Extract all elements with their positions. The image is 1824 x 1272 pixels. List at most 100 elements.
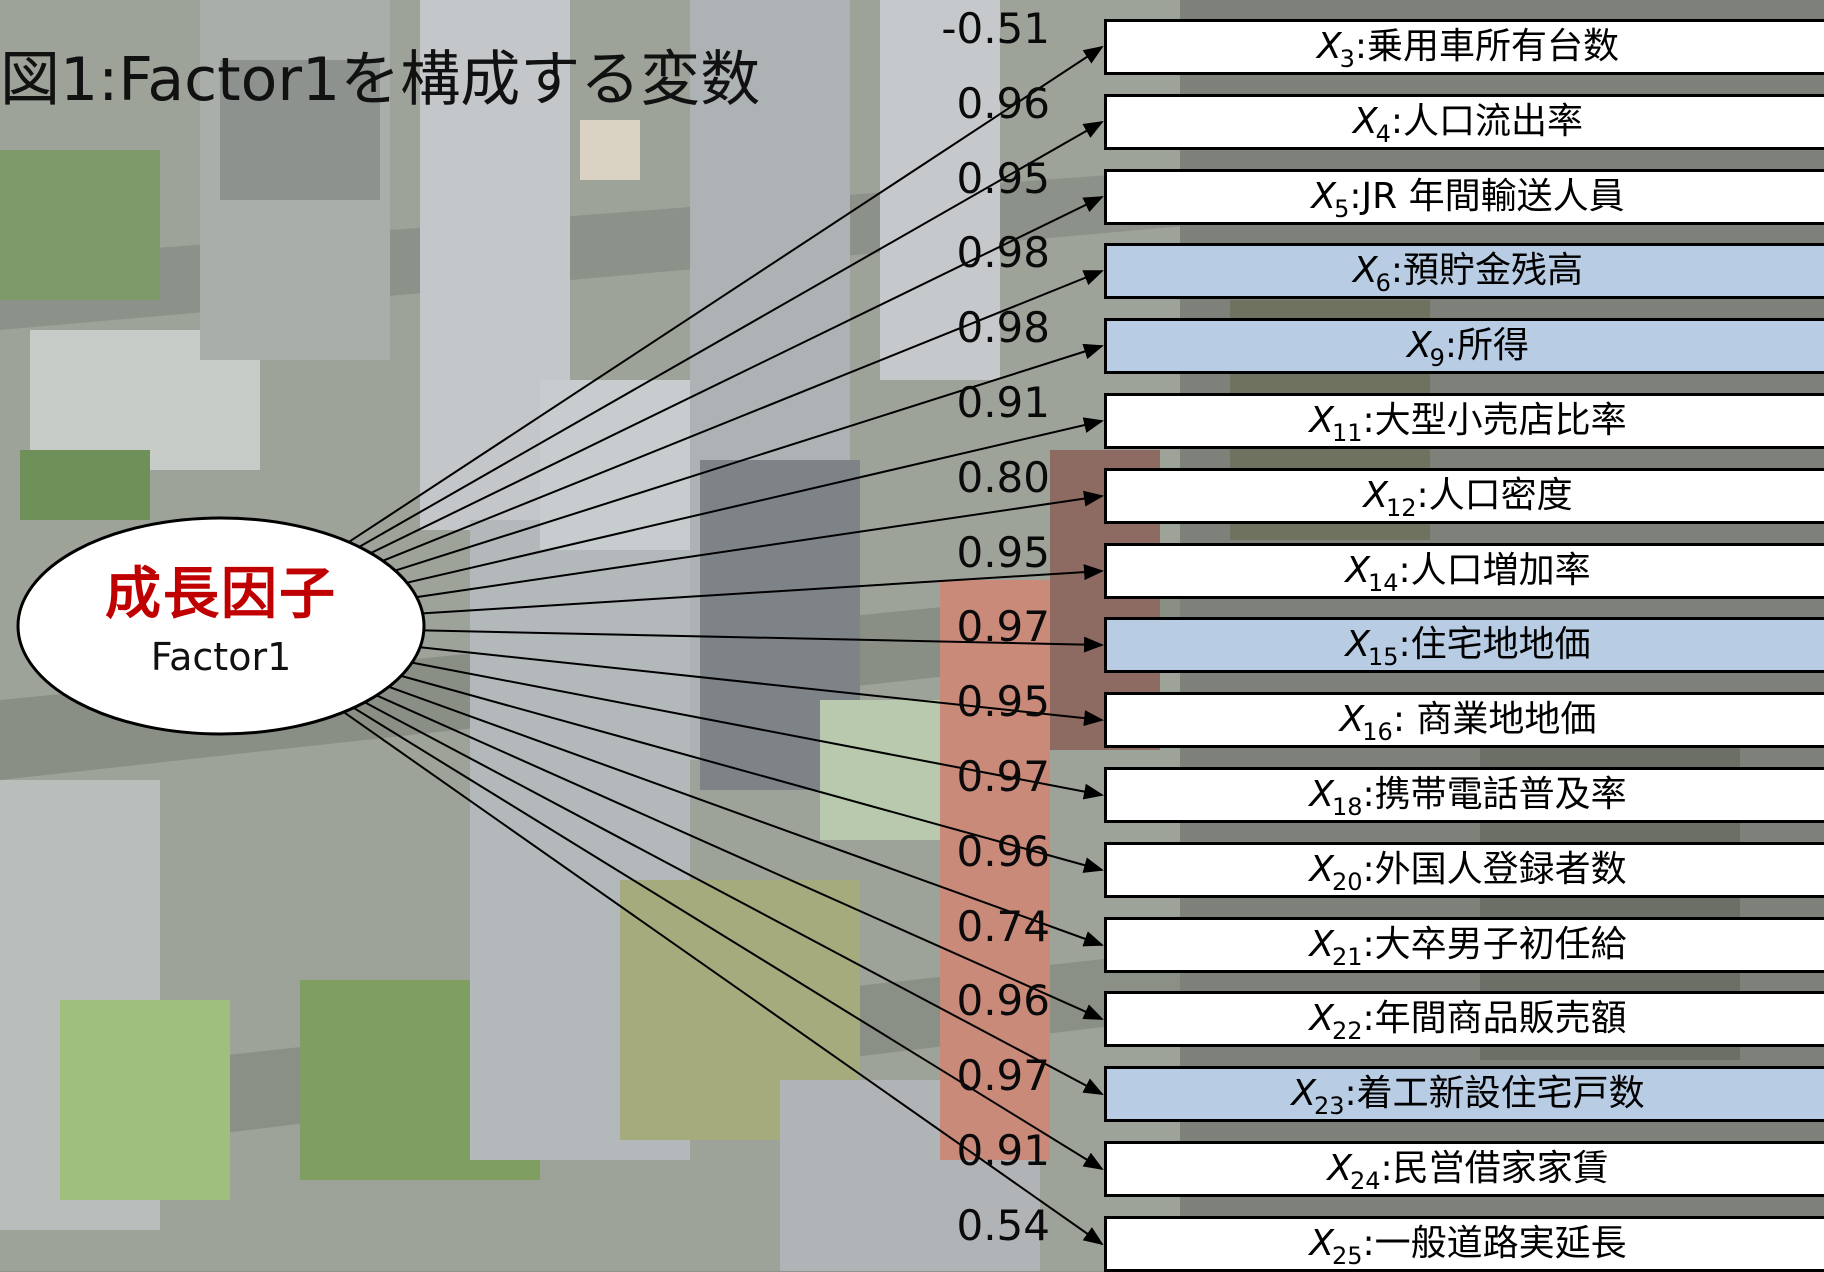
variable-label: X18:携帯電話普及率 bbox=[1309, 770, 1626, 821]
loading-value: 0.98 bbox=[956, 303, 1050, 352]
loading-arrow bbox=[388, 685, 1104, 947]
variable-subscript: 15 bbox=[1367, 643, 1399, 671]
loading-value: 0.96 bbox=[956, 79, 1050, 128]
variable-label: X16: 商業地地価 bbox=[1339, 695, 1597, 746]
variable-box: X11:大型小売店比率 bbox=[1104, 393, 1824, 449]
variable-subscript: 18 bbox=[1331, 793, 1363, 821]
variable-label: X20:外国人登録者数 bbox=[1309, 845, 1627, 896]
variable-subscript: 23 bbox=[1313, 1092, 1345, 1120]
variable-separator: : bbox=[1390, 250, 1404, 291]
variable-subscript: 5 bbox=[1334, 195, 1350, 223]
variable-label: X6:預貯金残高 bbox=[1352, 246, 1584, 296]
factor-name: 成長因子 bbox=[105, 562, 337, 627]
variable-separator: : bbox=[1380, 1148, 1393, 1189]
variable-name: 着工新設住宅戸数 bbox=[1356, 1073, 1645, 1114]
loading-arrow bbox=[423, 629, 1104, 653]
loading-value: 0.74 bbox=[956, 902, 1050, 951]
variable-symbol: X bbox=[1339, 699, 1365, 740]
variable-symbol: X bbox=[1316, 26, 1342, 67]
variable-name: 預貯金残高 bbox=[1403, 250, 1584, 291]
variable-label: X3:乗用車所有台数 bbox=[1316, 22, 1619, 73]
variable-label: X25:一般道路実延長 bbox=[1309, 1219, 1627, 1269]
variable-symbol: X bbox=[1345, 550, 1370, 591]
factor-node: 成長因子 Factor1 bbox=[18, 518, 424, 734]
loading-value: 0.95 bbox=[956, 154, 1050, 203]
variable-name: 人口増加率 bbox=[1410, 550, 1591, 591]
variable-box: X6:預貯金残高 bbox=[1104, 243, 1824, 299]
loading-arrow bbox=[411, 661, 1104, 800]
variable-name: 人口密度 bbox=[1428, 475, 1573, 516]
variable-box: X16: 商業地地価 bbox=[1104, 692, 1824, 748]
factor-ellipse bbox=[16, 516, 426, 736]
variable-label: X12:人口密度 bbox=[1363, 471, 1573, 522]
variable-label: X15:住宅地地価 bbox=[1345, 620, 1591, 671]
variable-box: X14:人口増加率 bbox=[1104, 543, 1824, 599]
variable-separator: : bbox=[1349, 176, 1362, 217]
variable-separator: : bbox=[1362, 998, 1375, 1039]
variable-symbol: X bbox=[1406, 325, 1432, 366]
variable-label: X11:大型小売店比率 bbox=[1309, 396, 1626, 447]
variable-name: 年間商品販売額 bbox=[1374, 998, 1627, 1039]
variable-subscript: 3 bbox=[1339, 45, 1355, 73]
variable-separator: : bbox=[1362, 774, 1375, 815]
variable-symbol: X bbox=[1363, 475, 1388, 516]
factor-sublabel: Factor1 bbox=[150, 635, 292, 679]
loading-arrow bbox=[370, 196, 1104, 554]
variable-box: X25:一般道路実延長 bbox=[1104, 1216, 1824, 1272]
variable-name: 所得 bbox=[1457, 325, 1530, 366]
variable-subscript: 11 bbox=[1331, 419, 1363, 447]
variable-symbol: X bbox=[1309, 998, 1334, 1039]
variable-name: 民営借家家賃 bbox=[1392, 1148, 1609, 1189]
loading-arrow bbox=[394, 343, 1104, 572]
variable-label: X21:大卒男子初任給 bbox=[1309, 920, 1627, 971]
loading-arrow bbox=[364, 701, 1104, 1095]
variable-label: X4:人口流出率 bbox=[1353, 97, 1584, 148]
variable-symbol: X bbox=[1327, 1148, 1352, 1189]
variable-label: X24:民営借家家賃 bbox=[1327, 1144, 1609, 1194]
variable-separator: : bbox=[1398, 624, 1411, 665]
variable-subscript: 16 bbox=[1362, 718, 1393, 746]
variable-subscript: 20 bbox=[1331, 868, 1363, 896]
variable-separator: : bbox=[1354, 26, 1368, 67]
variable-separator: : bbox=[1362, 400, 1375, 441]
variable-name: 外国人登録者数 bbox=[1374, 849, 1627, 890]
loading-value: 0.97 bbox=[956, 752, 1050, 801]
variable-symbol: X bbox=[1309, 400, 1334, 441]
variable-box: X23:着工新設住宅戸数 bbox=[1104, 1066, 1824, 1122]
loading-value: 0.97 bbox=[956, 602, 1050, 651]
variable-symbol: X bbox=[1345, 624, 1370, 665]
variable-box: X12:人口密度 bbox=[1104, 468, 1824, 524]
variable-separator: : bbox=[1416, 475, 1429, 516]
variable-subscript: 4 bbox=[1375, 120, 1391, 148]
variable-box: X5:JR 年間輸送人員 bbox=[1104, 169, 1824, 225]
variable-symbol: X bbox=[1311, 176, 1337, 217]
loading-value: 0.96 bbox=[956, 976, 1050, 1025]
variable-subscript: 9 bbox=[1429, 344, 1445, 372]
variable-subscript: 12 bbox=[1385, 494, 1417, 522]
variable-label: X9:所得 bbox=[1406, 321, 1530, 372]
loading-arrow bbox=[343, 711, 1104, 1246]
loading-value: 0.97 bbox=[956, 1051, 1050, 1100]
variable-box: X22:年間商品販売額 bbox=[1104, 991, 1824, 1047]
variable-separator: : bbox=[1344, 1073, 1357, 1114]
variable-name: 一般道路実延長 bbox=[1374, 1223, 1627, 1264]
variable-subscript: 22 bbox=[1331, 1017, 1363, 1045]
variable-subscript: 14 bbox=[1367, 569, 1399, 597]
variable-name: 住宅地地価 bbox=[1410, 624, 1591, 665]
variable-name: 人口流出率 bbox=[1403, 101, 1584, 142]
variable-symbol: X bbox=[1309, 849, 1334, 890]
variable-subscript: 21 bbox=[1331, 943, 1363, 971]
variable-symbol: X bbox=[1352, 250, 1378, 291]
figure-title: 図1:Factor1を構成する変数 bbox=[0, 45, 761, 115]
variable-name: JR 年間輸送人員 bbox=[1361, 176, 1625, 217]
loading-value: 0.95 bbox=[956, 528, 1050, 577]
loading-value: -0.51 bbox=[941, 4, 1050, 53]
loading-value: 0.98 bbox=[956, 228, 1050, 277]
loading-arrow bbox=[419, 646, 1104, 727]
loading-value: 0.54 bbox=[956, 1201, 1050, 1250]
variable-label: X23:着工新設住宅戸数 bbox=[1291, 1069, 1645, 1120]
variable-name: 大卒男子初任給 bbox=[1374, 924, 1627, 965]
variable-label: X14:人口増加率 bbox=[1345, 546, 1591, 597]
variable-box: X4:人口流出率 bbox=[1104, 94, 1824, 150]
